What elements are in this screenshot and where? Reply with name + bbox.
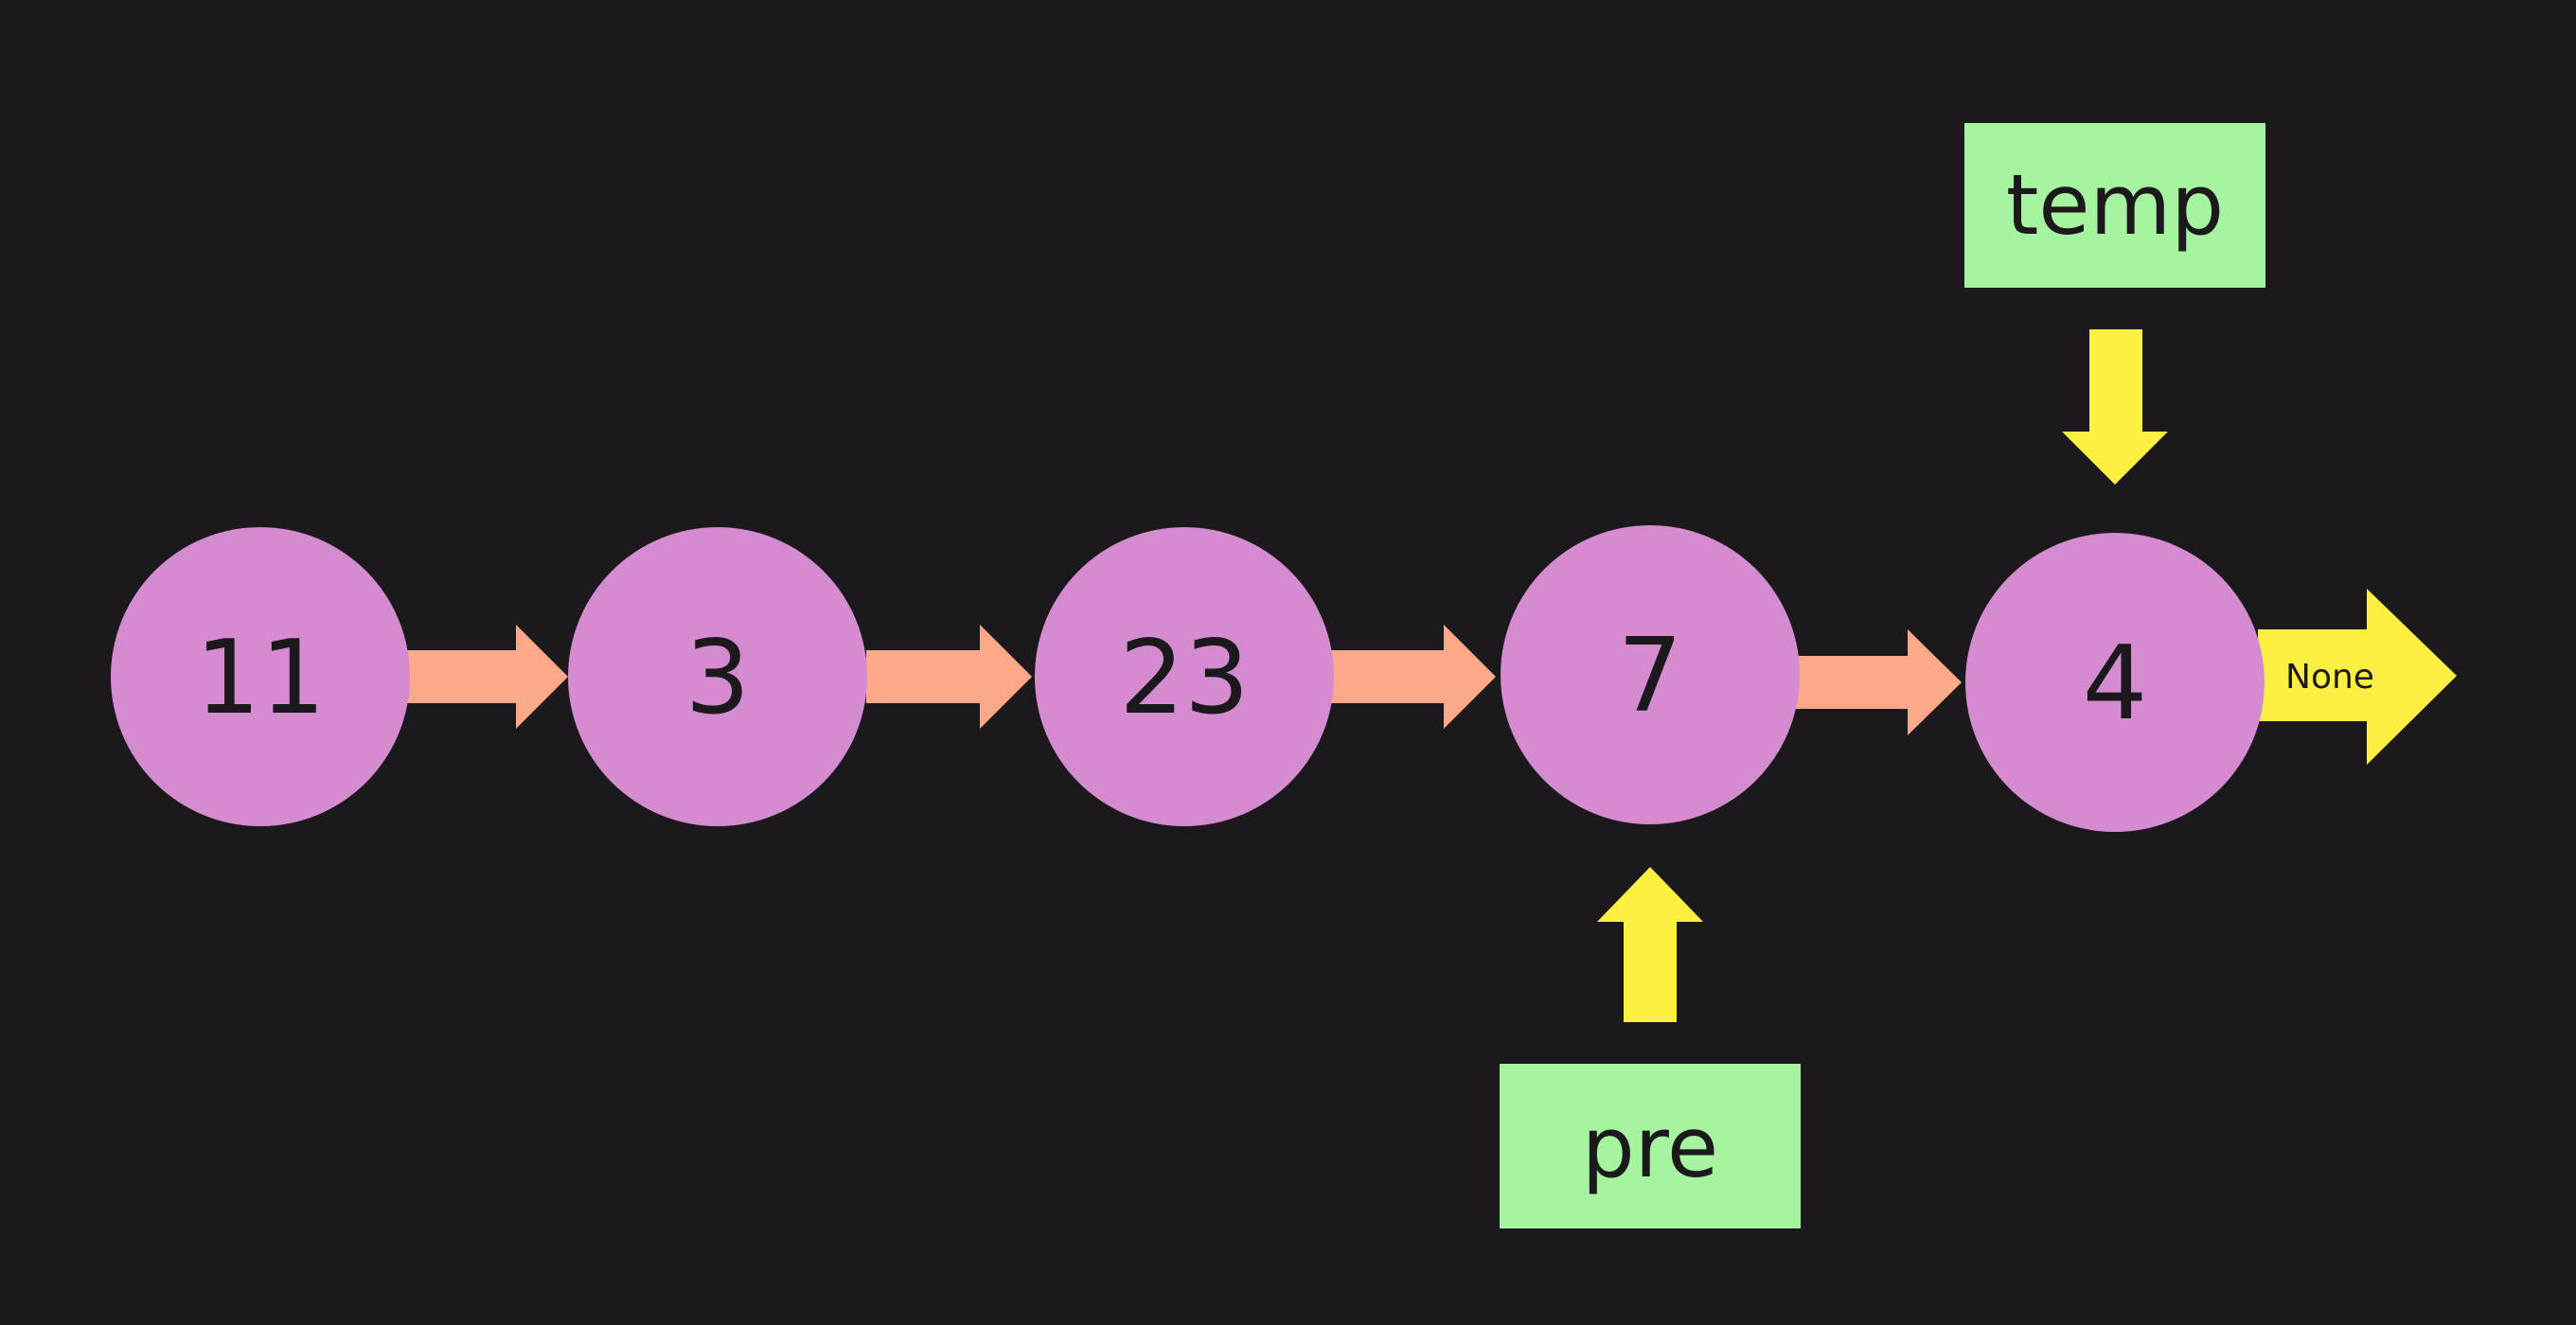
node-value: 3 xyxy=(685,619,751,737)
node-5: 4 xyxy=(1965,533,2265,832)
link-arrow-4 xyxy=(1794,629,1962,735)
none-label: None xyxy=(2285,658,2374,697)
link-arrow-3 xyxy=(1330,625,1496,729)
node-3: 23 xyxy=(1035,527,1334,826)
link-arrow-2 xyxy=(866,625,1032,729)
none-arrow xyxy=(2258,589,2457,765)
temp-label-box xyxy=(1964,123,2265,288)
node-1: 11 xyxy=(111,527,410,826)
node-value: 23 xyxy=(1119,619,1249,737)
pre-label: pre xyxy=(1582,1099,1718,1196)
node-4: 7 xyxy=(1501,525,1800,824)
link-arrow-1 xyxy=(407,625,568,729)
node-value: 7 xyxy=(1618,617,1683,735)
node-value: 4 xyxy=(2083,625,2148,743)
pre-pointer: pre xyxy=(1500,867,1801,1228)
node-2: 3 xyxy=(568,527,867,826)
temp-pointer: temp xyxy=(1964,123,2265,485)
pre-up-arrow xyxy=(1597,867,1703,1022)
temp-down-arrow xyxy=(2062,329,2168,485)
temp-label: temp xyxy=(2006,156,2224,254)
node-value: 11 xyxy=(195,619,325,737)
pre-label-box xyxy=(1500,1064,1801,1228)
